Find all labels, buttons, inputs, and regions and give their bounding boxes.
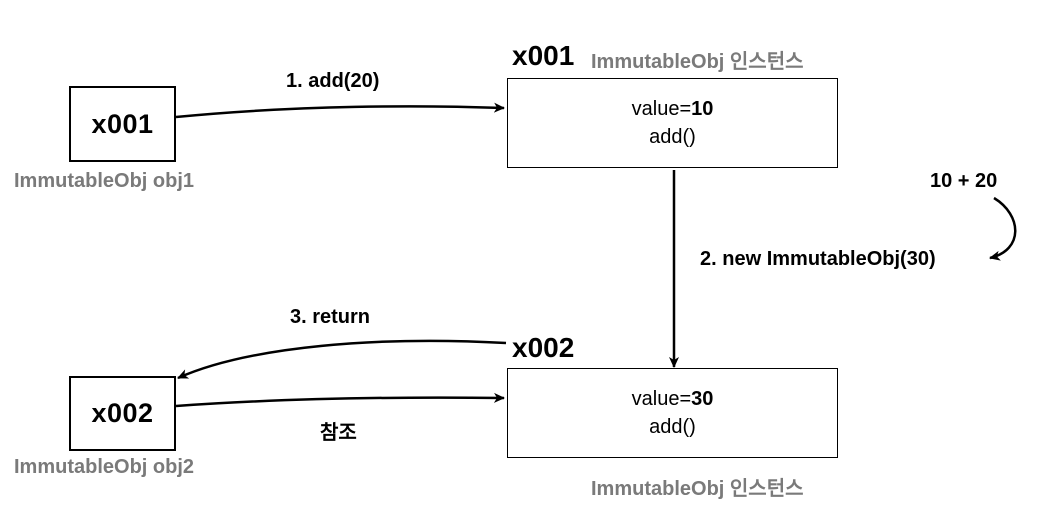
instance1-caption: ImmutableObj 인스턴스: [591, 51, 804, 73]
obj2-reference-value: x002: [91, 398, 154, 428]
reference-label: 참조: [320, 422, 357, 444]
instance1-value: 10: [691, 98, 714, 120]
arrow-obj1-to-instance1: [175, 102, 505, 119]
step1-label: 1. add(20): [286, 70, 380, 92]
instance1-method: add(): [649, 126, 696, 148]
obj1-reference-value: x001: [91, 108, 154, 139]
arrow-return-to-obj2: [177, 339, 507, 380]
instance2-box: value=30 add(): [507, 368, 838, 458]
obj1-reference-box: x001: [69, 86, 176, 162]
step2-label: 2. new ImmutableObj(30): [700, 248, 936, 270]
instance1-value-prefix: value=: [631, 98, 692, 120]
obj2-reference-box: x002: [69, 376, 176, 451]
calc-label: 10 + 20: [930, 170, 998, 192]
instance2-caption: ImmutableObj 인스턴스: [591, 478, 804, 500]
instance2-value-line: value=30: [632, 385, 714, 413]
instance2-value-prefix: value=: [631, 388, 692, 410]
step3-label: 3. return: [290, 306, 371, 328]
instance2-address: x002: [512, 332, 575, 363]
instance2-value: 30: [691, 388, 714, 410]
instance1-value-line: value=10: [632, 95, 714, 123]
obj2-caption: ImmutableObj obj2: [14, 456, 195, 478]
instance1-box: value=10 add(): [507, 78, 838, 168]
obj1-caption: ImmutableObj obj1: [14, 170, 195, 192]
arrow-obj2-to-instance2: [175, 392, 505, 408]
instance1-address: x001: [512, 40, 575, 71]
instance2-method: add(): [649, 416, 696, 438]
arrow-calc-curve: [989, 196, 1017, 261]
